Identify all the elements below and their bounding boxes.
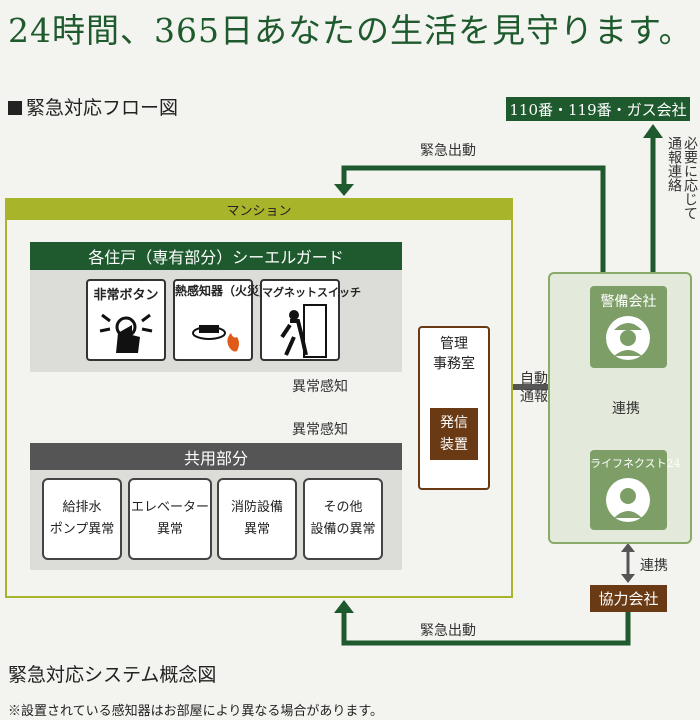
dispatch-bottom-arrowhead (334, 600, 354, 613)
dispatch-top-label: 緊急出動 (420, 143, 476, 159)
coordination-label-2: 連携 (640, 558, 668, 574)
partner-company-box: 協力会社 (590, 585, 667, 612)
square-bullet-icon (8, 101, 22, 115)
emergency-button-icon (99, 313, 153, 353)
life-next-box: ライフネクスト24 (590, 450, 681, 530)
sensor-heat-detector: 熱感知器（火災） (173, 279, 271, 361)
common-item-fire: 消防設備異常 (217, 478, 297, 560)
unit-header: 各住戸（専有部分）シーエルガード (30, 242, 402, 270)
headline: 24時間、365日あなたの生活を見守ります。 (8, 11, 693, 50)
magnet-switch-icon (280, 304, 327, 358)
dispatch-top-line (341, 165, 606, 272)
common-item-pump: 給排水ポンプ異常 (42, 478, 122, 560)
dispatch-bottom-label: 緊急出動 (420, 623, 476, 639)
management-office: 管理事務室 発信装置 (418, 326, 490, 490)
flow-title-text: 緊急対応フロー図 (26, 97, 179, 119)
heat-detector-icon (192, 325, 239, 352)
dispatch-bottom-line (341, 612, 631, 646)
footnote: ※設置されている感知器はお部屋により異なる場合があります。 (8, 704, 384, 719)
diagram-caption: 緊急対応システム概念図 (8, 664, 217, 686)
common-header: 共用部分 (30, 443, 402, 470)
abnormal-detect-label-1: 異常感知 (292, 379, 348, 395)
as-needed-label: 必要に応じて通報連絡 (666, 136, 698, 220)
contact-up-arrowhead (643, 124, 663, 138)
common-item-elevator: エレベーター異常 (128, 478, 212, 560)
emergency-services-box: 110番・119番・ガス会社 (506, 97, 690, 121)
dispatch-top-arrowhead (334, 184, 354, 196)
common-item-other: その他設備の異常 (303, 478, 383, 560)
abnormal-detect-label-2: 異常感知 (292, 422, 348, 438)
flow-title: 緊急対応フロー図 (8, 93, 178, 120)
security-guard-icon (606, 316, 650, 360)
transmitter: 発信装置 (430, 408, 478, 460)
auto-report-label: 自動通報 (520, 371, 548, 405)
sensor-magnet-switch: マグネットスイッチ (260, 279, 361, 361)
staff-icon (606, 478, 650, 522)
coordination-label-1: 連携 (612, 401, 640, 417)
mansion-label: マンション (5, 198, 513, 220)
sensor-emergency-button: 非常ボタン (86, 279, 166, 361)
security-company-box: 警備会社 (590, 286, 667, 368)
